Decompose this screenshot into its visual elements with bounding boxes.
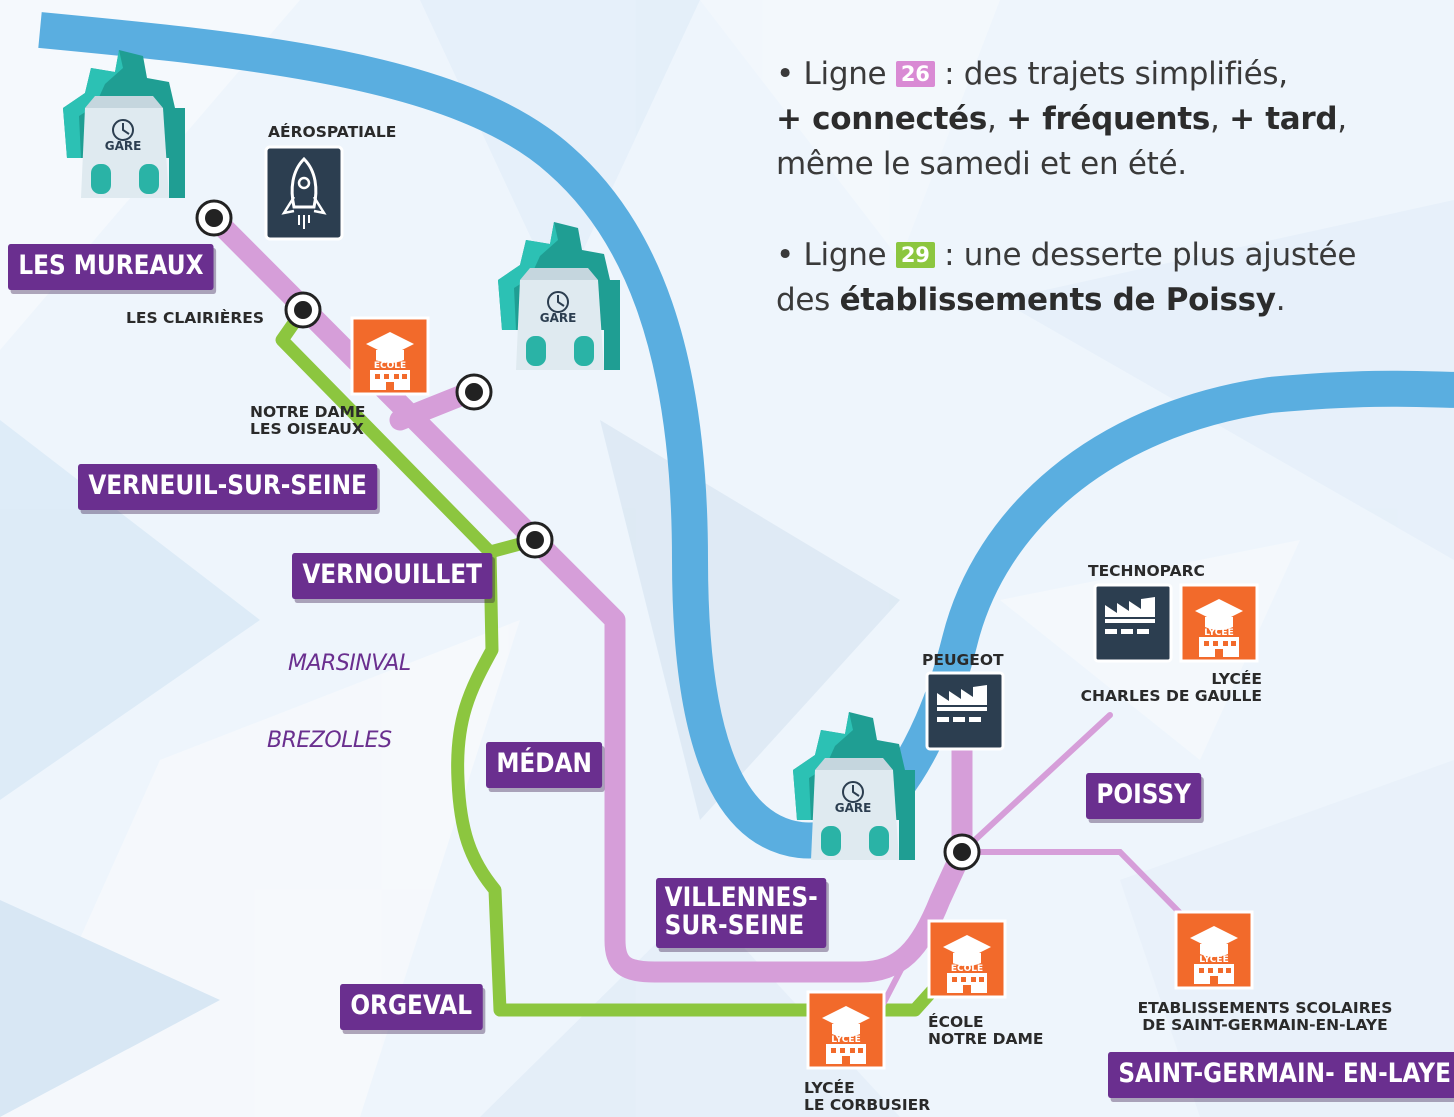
district-brezolles: BREZOLLES (267, 728, 392, 753)
info-29-etablissements: établissements de Poissy (839, 282, 1276, 318)
info-29-pre: des (776, 282, 840, 318)
town-label-poissy[interactable]: POISSY (1086, 773, 1202, 819)
etablissements-saint-germain-icon: LYCÉE (1174, 910, 1254, 990)
town-label-saint-germain-en-laye[interactable]: SAINT-GERMAIN- EN-LAYE (1108, 1052, 1454, 1098)
gare-label-3: GARE (835, 801, 872, 815)
station-dots (195, 199, 981, 871)
info-26-tard: + tard (1229, 101, 1338, 137)
ecole-tag-2: ÉCOLE (951, 962, 983, 974)
etab-line1: ETABLISSEMENTS SCOLAIRES (1137, 999, 1393, 1017)
info-bullet-29: • Ligne (776, 237, 887, 273)
station-poissy[interactable] (943, 833, 981, 871)
info-26-sep1: , (986, 101, 1007, 137)
lycee-cdg-line2: CHARLES DE GAULLE (1080, 687, 1262, 705)
town-label-medan[interactable]: MÉDAN (486, 742, 603, 788)
place-technoparc: TECHNOPARC (1088, 562, 1205, 580)
town-label-les-mureaux[interactable]: LES MUREAUX (8, 244, 214, 290)
line-26-badge: 26 (895, 61, 935, 87)
info-line-26-row1: • Ligne 26 : des trajets simplifiés, (776, 52, 1288, 97)
town-label-villennes-sur-seine[interactable]: VILLENNES- SUR-SEINE (656, 878, 827, 948)
ecole-nd-line1: ÉCOLE (928, 1013, 984, 1031)
town-label-orgeval[interactable]: ORGEVAL (340, 984, 483, 1030)
lycee-lc-line1: LYCÉE (804, 1079, 855, 1097)
nd-oiseaux-line2: LES OISEAUX (250, 420, 364, 438)
gare-label-1: GARE (105, 139, 142, 153)
info-26-text1: : des trajets simplifiés, (934, 56, 1288, 92)
town-label-vernouillet[interactable]: VERNOUILLET (292, 553, 493, 599)
gare-label-2: GARE (540, 311, 577, 325)
district-marsinval: MARSINVAL (288, 651, 411, 676)
station-les-mureaux[interactable] (195, 199, 233, 237)
info-26-connectes: + connectés (776, 101, 987, 137)
info-29-text1: : une desserte plus ajustée (934, 237, 1357, 273)
info-29-post: . (1275, 282, 1286, 318)
aerospatiale-rocket-icon (264, 145, 344, 241)
place-lycee-charles-de-gaulle: LYCÉE CHARLES DE GAULLE (1076, 671, 1262, 705)
lycee-charles-de-gaulle-icon: LYCÉE (1179, 583, 1259, 663)
ecole-tag-1: ÉCOLE (374, 359, 406, 371)
town-label-verneuil-sur-seine[interactable]: VERNEUIL-SUR-SEINE (78, 464, 378, 510)
line-29-badge: 29 (895, 242, 935, 268)
ecole-notre-dame-oiseaux-icon: ÉCOLE (350, 316, 430, 396)
info-26-sep2: , (1210, 101, 1230, 137)
villennes-line1: VILLENNES- (664, 882, 818, 913)
info-line-29-row1: • Ligne 29 : une desserte plus ajustée (776, 233, 1356, 278)
info-26-frequents: + fréquents (1006, 101, 1210, 137)
place-peugeot: PEUGEOT (922, 651, 1004, 669)
lycee-cdg-line1: LYCÉE (1211, 670, 1262, 688)
lycee-tag-3: LYCÉE (831, 1033, 860, 1045)
lycee-tag-2: LYCÉE (1199, 953, 1228, 965)
place-les-clairieres: LES CLAIRIÈRES (126, 309, 265, 327)
place-lycee-le-corbusier: LYCÉE LE CORBUSIER (804, 1080, 930, 1114)
cropped-header-text (776, 0, 1454, 10)
info-bullet-26: • Ligne (776, 56, 887, 92)
place-notre-dame-les-oiseaux: NOTRE DAME LES OISEAUX (250, 404, 366, 438)
technoparc-factory-icon (1093, 583, 1173, 663)
gare-les-mureaux-icon: GARE (62, 49, 186, 199)
place-ecole-notre-dame: ÉCOLE NOTRE DAME (928, 1014, 1044, 1048)
station-vernouillet[interactable] (516, 521, 554, 559)
info-line-26-row3: même le samedi et en été. (776, 146, 1187, 182)
villennes-line2: SUR-SEINE (664, 910, 805, 941)
river-seine (38, 12, 1454, 859)
place-etablissements-scolaires: ETABLISSEMENTS SCOLAIRES DE SAINT-GERMAI… (1134, 1000, 1396, 1034)
info-26-sep3: , (1337, 101, 1347, 137)
gare-poissy-icon: GARE (792, 711, 916, 861)
gare-verneuil-icon: GARE (497, 221, 621, 371)
info-line-29-row2: des établissements de Poissy. (776, 278, 1286, 323)
ecole-nd-line2: NOTRE DAME (928, 1030, 1044, 1048)
info-line-26-row2: + connectés, + fréquents, + tard, (776, 97, 1347, 142)
lycee-tag-1: LYCÉE (1204, 626, 1233, 638)
lycee-lc-line2: LE CORBUSIER (804, 1096, 931, 1114)
nd-oiseaux-line1: NOTRE DAME (250, 403, 366, 421)
etab-line2: DE SAINT-GERMAIN-EN-LAYE (1142, 1016, 1388, 1034)
peugeot-factory-icon (925, 671, 1005, 751)
ecole-notre-dame-icon: ÉCOLE (927, 919, 1007, 999)
station-verneuil[interactable] (455, 373, 493, 411)
place-aerospatiale: AÉROSPATIALE (268, 123, 397, 141)
station-les-clairieres[interactable] (284, 291, 322, 329)
lycee-le-corbusier-icon: LYCÉE (806, 990, 886, 1070)
